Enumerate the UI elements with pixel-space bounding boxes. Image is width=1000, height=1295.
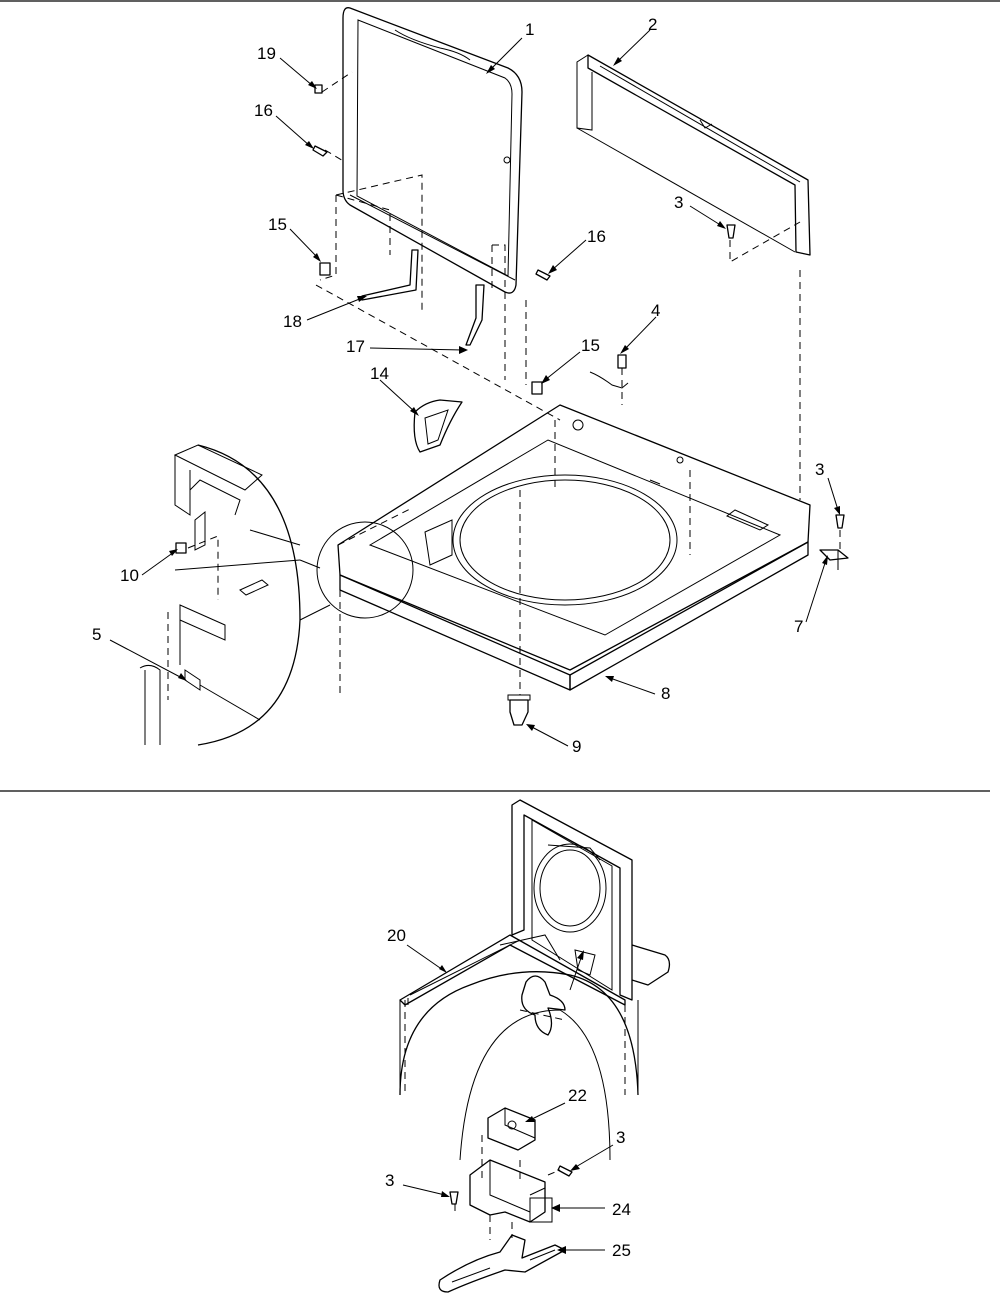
- rear-panel: [576, 54, 811, 256]
- screw-3-panel: [726, 224, 736, 239]
- actuator-cam: [521, 975, 566, 1036]
- callout-10: 10: [120, 566, 139, 585]
- upper-exploded-view: 1 2 19 16 3 15 16 18 4 17 15 14 3 10 7 5…: [92, 7, 849, 756]
- callout-3: 3: [674, 193, 683, 212]
- callout-7: 7: [794, 617, 803, 636]
- screw-10: [175, 542, 187, 554]
- bracket-24: [469, 1159, 553, 1223]
- callout-25: 25: [612, 1241, 631, 1260]
- callout-1: 1: [525, 20, 534, 39]
- lid-frame: [342, 7, 523, 294]
- switch-22: [487, 1107, 536, 1151]
- callout-15: 15: [268, 215, 287, 234]
- switch-4: [589, 354, 629, 389]
- actuator-arrow: [569, 954, 583, 991]
- callout-5: 5: [92, 625, 101, 644]
- screw-3-right-lower: [557, 1165, 573, 1177]
- lid-assembly-20: [399, 799, 671, 1006]
- clip-15-left: [319, 262, 331, 276]
- hinge-rod-18: [361, 249, 419, 301]
- detail-arc: [459, 1009, 611, 1161]
- lever-25: [438, 1234, 566, 1293]
- callout-22: 22: [568, 1086, 587, 1105]
- foot-9: [507, 694, 531, 726]
- callout-8: 8: [661, 684, 670, 703]
- screw-3-left-lower: [449, 1191, 459, 1205]
- callout-3: 3: [385, 1171, 394, 1190]
- assembly-lines: [167, 71, 841, 700]
- callout-9: 9: [572, 737, 581, 756]
- tub-outline: [399, 971, 639, 1096]
- top-cover-8: [337, 404, 811, 691]
- screw-16-upper: [312, 145, 328, 157]
- callout-18: 18: [283, 312, 302, 331]
- callout-16: 16: [254, 101, 273, 120]
- callout-4: 4: [651, 301, 660, 320]
- screw-19: [314, 84, 323, 94]
- leader-lines-upper: [109, 29, 840, 747]
- detail-circle-marker: [316, 521, 414, 619]
- bracket-7: [819, 549, 849, 570]
- hinge-rod-17: [465, 284, 485, 346]
- callout-3: 3: [616, 1128, 625, 1147]
- clip-15-right: [531, 381, 543, 395]
- callout-15: 15: [581, 336, 600, 355]
- callout-24: 24: [612, 1200, 631, 1219]
- screw-3-right: [835, 514, 845, 529]
- assembly-lines-lower: [404, 998, 626, 1240]
- lower-exploded-view: 20 22 3 3 24 25: [385, 799, 671, 1293]
- callout-16: 16: [587, 227, 606, 246]
- leader-lines-lower: [402, 944, 614, 1254]
- callout-17: 17: [346, 337, 365, 356]
- callout-19: 19: [257, 44, 276, 63]
- callout-3: 3: [815, 460, 824, 479]
- screw-16-right: [535, 269, 551, 281]
- callout-20: 20: [387, 926, 406, 945]
- detail-magnified-view: [139, 444, 301, 746]
- callout-2: 2: [648, 15, 657, 34]
- callout-14: 14: [370, 364, 389, 383]
- dispenser-cup-14: [413, 399, 463, 453]
